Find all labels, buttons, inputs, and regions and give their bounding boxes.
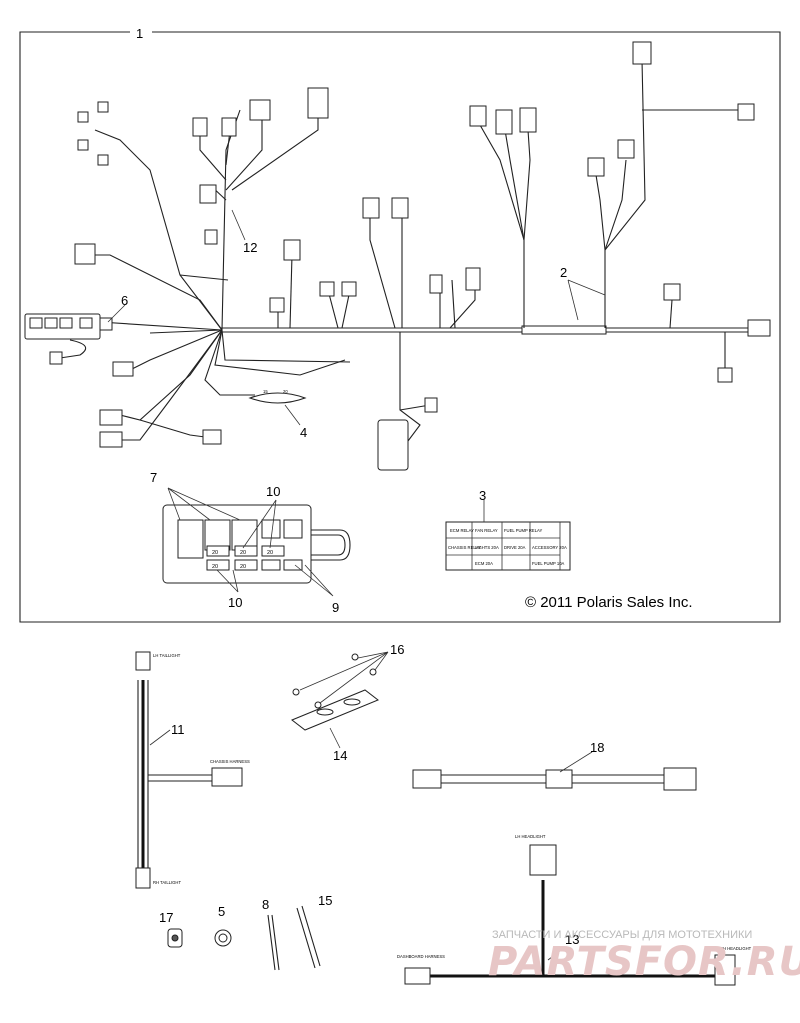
fuse-slot bbox=[261, 545, 285, 557]
decal-fan-relay: FAN RELAY bbox=[475, 528, 498, 533]
adapter-harness-18: 18 bbox=[412, 740, 697, 791]
callout-18: 18 bbox=[590, 740, 604, 755]
callout-1: 1 bbox=[136, 26, 143, 41]
watermark: ЗАПЧАСТИ И АКСЕССУАРЫ ДЛЯ МОТОТЕХНИКИ PA… bbox=[488, 929, 800, 985]
main-callouts: 12 6 2 4 bbox=[107, 209, 606, 440]
harness-connectors bbox=[24, 41, 771, 471]
taillight-harness-11: LH TAILLIGHT RH TAILLIGHT CHASSIS HARNES… bbox=[135, 651, 250, 889]
fuse-relay-box: 20 20 20 20 20 7 10 10 9 bbox=[150, 470, 351, 615]
watermark-logo: PARTSFOR.RU bbox=[488, 939, 800, 985]
screws-16: 16 bbox=[292, 642, 404, 709]
decal-chassis-relay: CHASSIS RELAY bbox=[448, 545, 481, 550]
decal-fuel-pump-relay: FUEL PUMP RELAY bbox=[504, 528, 543, 533]
fuse-label: 20 bbox=[212, 564, 218, 570]
decal-accessory: ACCESSORY 20A bbox=[532, 545, 567, 550]
fuse-slot bbox=[206, 545, 230, 557]
decal-lights: LIGHTS 20A bbox=[475, 545, 499, 550]
callout-12: 12 bbox=[243, 240, 257, 255]
fuse-slot bbox=[206, 559, 230, 571]
decal-ecm-relay: ECM RELAY bbox=[450, 528, 474, 533]
callout-4: 4 bbox=[300, 425, 307, 440]
dashboard-harness-label: DASHBOARD HARNESS bbox=[397, 954, 445, 959]
callout-16: 16 bbox=[390, 642, 404, 657]
watermark-tagline: ЗАПЧАСТИ И АКСЕССУАРЫ ДЛЯ МОТОТЕХНИКИ bbox=[492, 929, 752, 941]
callout-13: 13 bbox=[565, 932, 579, 947]
callout-7: 7 bbox=[150, 470, 157, 485]
fuse-holder-4: 15 20 bbox=[263, 389, 288, 394]
grommet-17: 17 bbox=[159, 910, 183, 948]
main-harness bbox=[59, 59, 760, 446]
callout-11: 11 bbox=[171, 722, 185, 737]
callout-5: 5 bbox=[218, 904, 225, 919]
rh-headlight-label: RH HEADLIGHT bbox=[720, 946, 752, 951]
callout-2: 2 bbox=[560, 265, 567, 280]
fuse-label: 20 bbox=[240, 550, 246, 556]
fuse-decal-3: ECM RELAY FAN RELAY FUEL PUMP RELAY CHAS… bbox=[445, 488, 571, 571]
decal-drive: DRIVE 20A bbox=[504, 545, 526, 550]
headlight-harness-13: LH HEADLIGHT RH HEADLIGHT DASHBOARD HARN… bbox=[397, 834, 752, 986]
callout-9: 9 bbox=[332, 600, 339, 615]
chassis-harness-label: CHASSIS HARNESS bbox=[210, 759, 250, 764]
clip-5: 5 bbox=[214, 904, 232, 947]
connector bbox=[74, 243, 96, 265]
callout-17: 17 bbox=[159, 910, 173, 925]
fuse-label: 20 bbox=[212, 550, 218, 556]
callout-8: 8 bbox=[262, 897, 269, 912]
bracket-14: 14 bbox=[291, 689, 379, 763]
fuse4-label-15: 15 bbox=[263, 389, 268, 394]
decal-ecm: ECM 20A bbox=[475, 561, 493, 566]
fuse-slot bbox=[234, 559, 258, 571]
connector bbox=[377, 419, 409, 471]
lh-taillight-label: LH TAILLIGHT bbox=[153, 653, 181, 658]
fuse-label: 20 bbox=[267, 550, 273, 556]
cable-tie-15: 15 bbox=[296, 893, 332, 969]
callout-15: 15 bbox=[318, 893, 332, 908]
copyright-text: © 2011 Polaris Sales Inc. bbox=[525, 594, 693, 611]
cable-tie-8: 8 bbox=[262, 897, 280, 971]
main-harness-frame: 1 bbox=[19, 26, 781, 623]
callout-10b: 10 bbox=[228, 595, 242, 610]
fuse4-label-20: 20 bbox=[283, 389, 288, 394]
callout-10a: 10 bbox=[266, 484, 280, 499]
fuse-slot bbox=[234, 545, 258, 557]
rh-taillight-label: RH TAILLIGHT bbox=[153, 880, 181, 885]
callout-6: 6 bbox=[121, 293, 128, 308]
fuse-label: 20 bbox=[240, 564, 246, 570]
lh-headlight-label: LH HEADLIGHT bbox=[515, 834, 546, 839]
callout-3: 3 bbox=[479, 488, 486, 503]
callout-14: 14 bbox=[333, 748, 347, 763]
connector bbox=[49, 351, 63, 365]
decal-fuel-pump: FUEL PUMP 10A bbox=[532, 561, 565, 566]
